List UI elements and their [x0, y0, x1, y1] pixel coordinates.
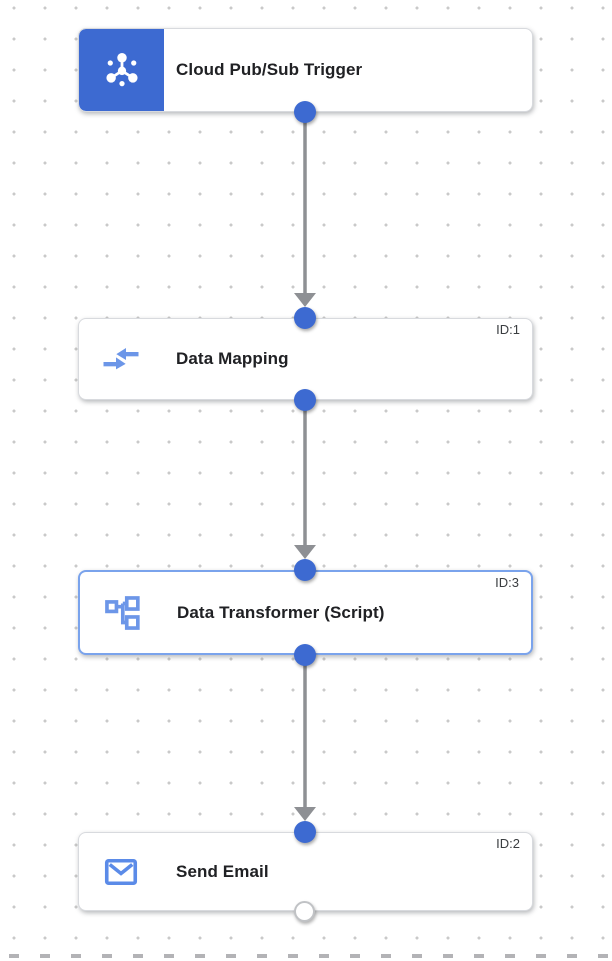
node-data-transformer-script[interactable]: ID:3 Data Transformer (Script)	[78, 570, 533, 655]
node-id-badge: ID:2	[496, 836, 520, 851]
data-transformer-icon	[102, 593, 142, 633]
node-title: Data Transformer (Script)	[177, 602, 385, 622]
node-id-badge: ID:3	[495, 575, 519, 590]
data-mapping-icon	[101, 339, 141, 379]
grid-edge-dashes	[0, 954, 612, 958]
edge-trigger-to-mapping	[294, 112, 316, 307]
port-mapping-output[interactable]	[294, 389, 316, 411]
node-cloud-pubsub-trigger[interactable]: Cloud Pub/Sub Trigger	[78, 28, 533, 112]
edge-mapping-to-transformer	[294, 400, 316, 559]
port-email-input[interactable]	[294, 821, 316, 843]
port-transformer-output[interactable]	[294, 644, 316, 666]
node-title: Cloud Pub/Sub Trigger	[176, 60, 363, 79]
node-send-email[interactable]: ID:2 Send Email	[78, 832, 533, 911]
edge-transformer-to-email	[294, 655, 316, 821]
node-id-badge: ID:1	[496, 322, 520, 337]
port-mapping-input[interactable]	[294, 307, 316, 329]
pubsub-icon	[79, 29, 164, 111]
port-trigger-output[interactable]	[294, 101, 316, 123]
node-title: Data Mapping	[176, 349, 289, 368]
email-icon	[101, 852, 141, 892]
node-data-mapping[interactable]: ID:1 Data Mapping	[78, 318, 533, 400]
port-transformer-input[interactable]	[294, 559, 316, 581]
port-email-output-open[interactable]	[294, 901, 315, 922]
node-title: Send Email	[176, 861, 269, 881]
